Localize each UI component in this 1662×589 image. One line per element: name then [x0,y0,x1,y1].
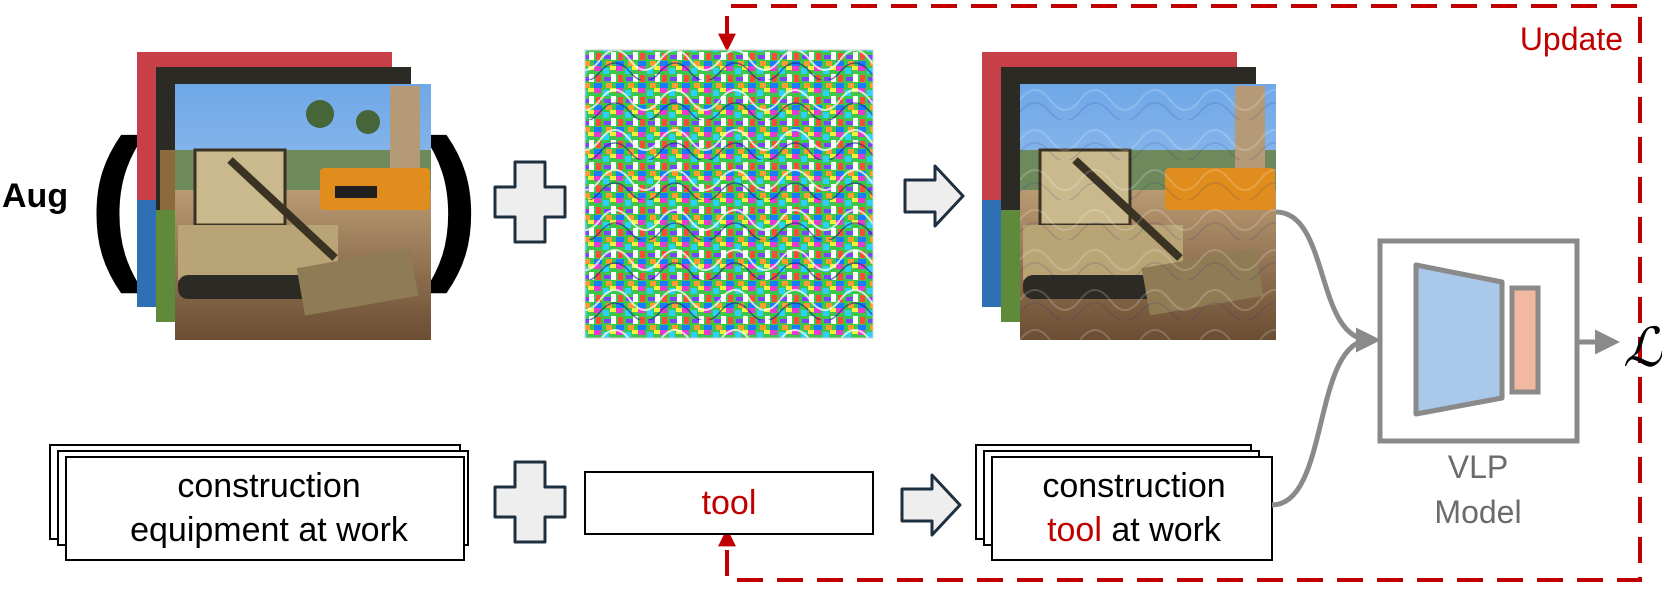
vlp-model: VLP Model [1377,238,1580,530]
perturbed-word: tool [1047,511,1102,549]
perturbed-text-rest: at work [1102,511,1222,549]
original-image-front [175,84,431,340]
plus-icon-text [493,460,567,544]
perturbed-text-stack: construction tool at work [975,444,1273,561]
perturbed-text-line1: construction [1042,467,1225,505]
update-dashed-line [725,4,1642,582]
word-perturbation-box: tool [584,471,874,535]
adversarial-image-front [1020,84,1276,340]
original-text-stack: construction equipment at work [49,444,469,561]
word-perturbation-label: tool [702,484,757,522]
loss-symbol: ℒ [1623,316,1662,379]
perturbed-text-line2: tool at work [1047,511,1222,549]
image-to-model-connector [1275,209,1371,343]
arrow-right-icon-text [900,473,962,537]
model-label-line2: Model [1434,494,1521,530]
close-paren: ) [423,105,480,295]
text-to-model-connector [1271,337,1371,508]
update-label: Update [1520,21,1623,57]
open-paren: ( [88,105,145,295]
model-label-line1: VLP [1448,449,1508,485]
original-text-line2: equipment at work [130,511,409,549]
image-perturbation [584,49,874,339]
original-image-stack [137,52,431,340]
update-loop: Update [718,4,1642,582]
arrow-right-icon-image [903,164,965,228]
original-text-line1: construction [177,467,360,505]
adversarial-image-stack [982,52,1276,340]
plus-icon-image [493,160,567,244]
aug-label: Aug [2,177,68,215]
projector-block [1509,285,1541,395]
encoder-trapezoid [1413,262,1505,417]
